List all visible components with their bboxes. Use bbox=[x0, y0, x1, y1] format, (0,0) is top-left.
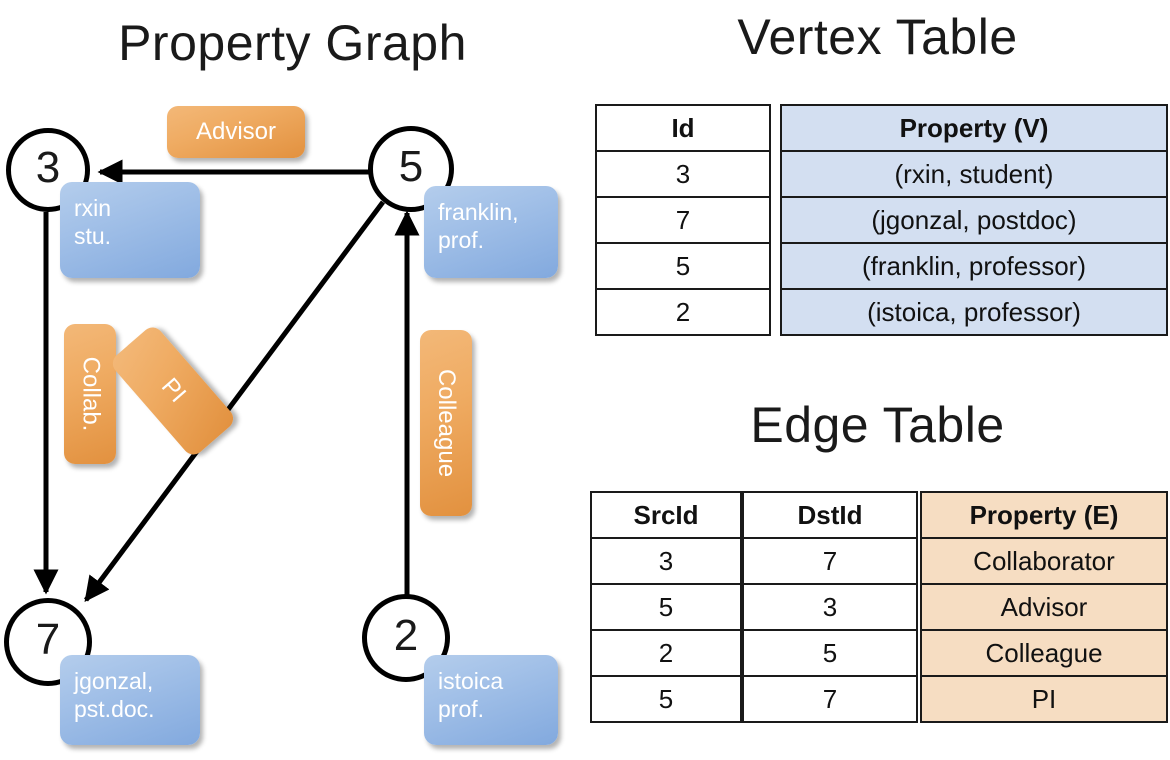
edge-cell-property: Colleague bbox=[920, 629, 1168, 677]
edge-cell-dstid: 7 bbox=[742, 675, 918, 723]
page-title-property-graph: Property Graph bbox=[118, 15, 467, 71]
vertex-header-property: Property (V) bbox=[780, 104, 1168, 152]
vertex-cell-id: 7 bbox=[595, 196, 771, 244]
page-title-vertex-table: Vertex Table bbox=[737, 9, 1018, 65]
table-row: 2 bbox=[590, 629, 742, 677]
edge-cell-dstid: 7 bbox=[742, 537, 918, 585]
edge-label-chip-collab[interactable]: Collab. bbox=[64, 324, 116, 464]
table-row: 5 bbox=[742, 629, 918, 677]
vertex-cell-id: 2 bbox=[595, 288, 771, 336]
graph-node-7-label: 7 bbox=[35, 615, 61, 664]
graph-node-3-label: 3 bbox=[35, 143, 61, 192]
vertex-cell-property: (rxin, student) bbox=[780, 150, 1168, 198]
edge-table-property-column: Property (E) Collaborator Advisor Collea… bbox=[920, 491, 1168, 723]
vertex-cell-property: (jgonzal, postdoc) bbox=[780, 196, 1168, 244]
vertex-property-chip-jgonzal[interactable]: jgonzal, pst.doc. bbox=[60, 655, 200, 745]
edge-header-dstid: DstId bbox=[742, 491, 918, 539]
vertex-cell-id: 3 bbox=[595, 150, 771, 198]
table-row: Colleague bbox=[920, 629, 1168, 677]
page-title-edge-table: Edge Table bbox=[750, 397, 1005, 453]
table-header-row: Property (E) bbox=[920, 491, 1168, 539]
edge-cell-srcid: 3 bbox=[590, 537, 742, 585]
table-row: 5 bbox=[590, 583, 742, 631]
graph-node-2[interactable]: 2 bbox=[362, 594, 450, 682]
table-row: 7 bbox=[742, 675, 918, 723]
table-row: 3 bbox=[595, 150, 771, 198]
table-row: 3 bbox=[590, 537, 742, 585]
edge-header-property: Property (E) bbox=[920, 491, 1168, 539]
vertex-property-chip-franklin[interactable]: franklin, prof. bbox=[424, 186, 558, 278]
edge-label-advisor-text: Advisor bbox=[195, 118, 277, 145]
table-row: Advisor bbox=[920, 583, 1168, 631]
chip-istoica-line2: prof. bbox=[438, 696, 485, 722]
edge-cell-property: Collaborator bbox=[920, 537, 1168, 585]
table-header-row: Id bbox=[595, 104, 771, 152]
graph-node-5[interactable]: 5 bbox=[368, 126, 454, 212]
vertex-table-id-column: Id 3 7 5 2 bbox=[595, 104, 771, 336]
edge-cell-srcid: 5 bbox=[590, 583, 742, 631]
table-row: Collaborator bbox=[920, 537, 1168, 585]
chip-rxin-line1: rxin bbox=[74, 195, 112, 221]
table-header-row: DstId bbox=[742, 491, 918, 539]
edge-label-collab-text: Collab. bbox=[77, 356, 104, 432]
edge-table-srcid-column: SrcId 3 5 2 5 bbox=[590, 491, 742, 723]
edge-label-chip-advisor[interactable]: Advisor bbox=[167, 106, 305, 158]
edge-table-dstid-column: DstId 7 3 5 7 bbox=[742, 491, 918, 723]
table-row: (jgonzal, postdoc) bbox=[780, 196, 1168, 244]
edge-label-chip-colleague[interactable]: Colleague bbox=[420, 330, 472, 516]
vertex-property-chip-istoica[interactable]: istoica prof. bbox=[424, 655, 558, 745]
vertex-table-property-column: Property (V) (rxin, student) (jgonzal, p… bbox=[780, 104, 1168, 336]
table-row: 5 bbox=[595, 242, 771, 290]
table-row: 5 bbox=[590, 675, 742, 723]
edge-cell-srcid: 5 bbox=[590, 675, 742, 723]
graph-edges-svg bbox=[33, 159, 420, 603]
edge-cell-property: PI bbox=[920, 675, 1168, 723]
vertex-cell-property: (franklin, professor) bbox=[780, 242, 1168, 290]
graph-node-2-label: 2 bbox=[393, 611, 419, 660]
table-row: PI bbox=[920, 675, 1168, 723]
table-row: (istoica, professor) bbox=[780, 288, 1168, 336]
edge-cell-srcid: 2 bbox=[590, 629, 742, 677]
table-header-row: Property (V) bbox=[780, 104, 1168, 152]
edge-5-to-7 bbox=[83, 200, 386, 603]
table-row: 3 bbox=[742, 583, 918, 631]
chip-jgonzal-line2: pst.doc. bbox=[74, 696, 155, 722]
edge-cell-dstid: 5 bbox=[742, 629, 918, 677]
chip-franklin-line1: franklin, bbox=[438, 199, 519, 225]
property-graph-diagram: 3 5 7 2 rxin stu. franklin, prof. jgonza… bbox=[4, 106, 558, 745]
table-row: 7 bbox=[742, 537, 918, 585]
edge-label-colleague-text: Colleague bbox=[433, 368, 460, 478]
edge-cell-property: Advisor bbox=[920, 583, 1168, 631]
vertex-cell-id: 5 bbox=[595, 242, 771, 290]
table-row: 2 bbox=[595, 288, 771, 336]
vertex-cell-property: (istoica, professor) bbox=[780, 288, 1168, 336]
vertex-header-id: Id bbox=[595, 104, 771, 152]
graph-node-5-label: 5 bbox=[398, 142, 424, 191]
table-row: (rxin, student) bbox=[780, 150, 1168, 198]
edge-label-pi-text: PI bbox=[155, 373, 192, 409]
chip-franklin-line2: prof. bbox=[438, 227, 485, 253]
chip-jgonzal-line1: jgonzal, bbox=[74, 668, 154, 694]
vertex-property-chip-rxin[interactable]: rxin stu. bbox=[60, 182, 200, 278]
table-row: (franklin, professor) bbox=[780, 242, 1168, 290]
edge-header-srcid: SrcId bbox=[590, 491, 742, 539]
table-row: 7 bbox=[595, 196, 771, 244]
chip-rxin-line2: stu. bbox=[74, 223, 112, 249]
chip-istoica-line1: istoica bbox=[438, 668, 504, 694]
edge-cell-dstid: 3 bbox=[742, 583, 918, 631]
table-header-row: SrcId bbox=[590, 491, 742, 539]
